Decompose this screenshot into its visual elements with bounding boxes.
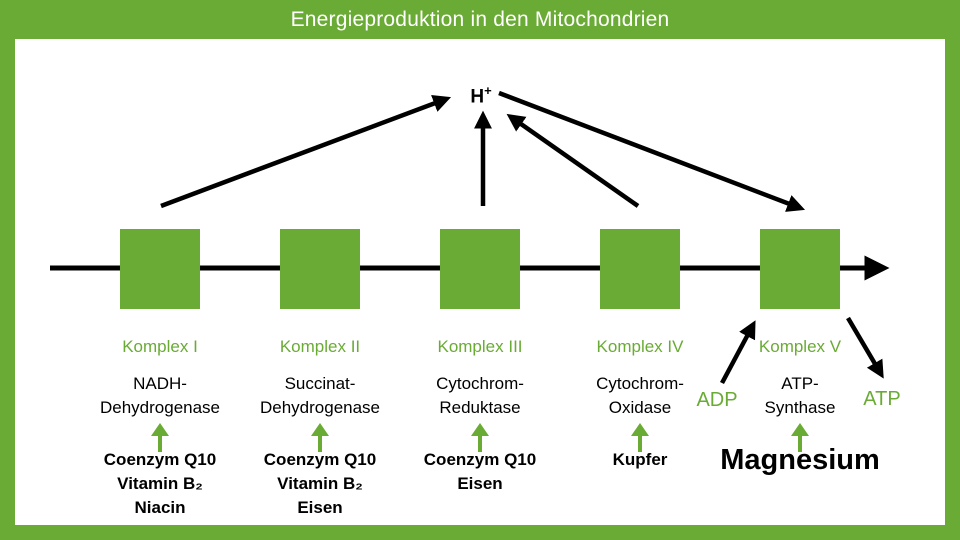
- enzyme-line: NADH-: [133, 374, 187, 393]
- proton-label: H+: [470, 83, 491, 108]
- complex-label: Komplex V: [758, 337, 842, 356]
- complex-column: Komplex V ATP- Synthase Magnesium: [720, 229, 880, 525]
- complex-box: [280, 229, 360, 309]
- enzyme-line: ATP-: [781, 374, 819, 393]
- enzyme-line: Reduktase: [439, 398, 521, 417]
- up-arrow-icon: [311, 423, 329, 452]
- up-arrow-icon: [471, 423, 489, 452]
- complex-column: Komplex IV Cytochrom- Oxidase Kupfer: [560, 229, 720, 525]
- adp-label: ADP: [696, 389, 738, 411]
- enzyme-line: Cytochrom-: [436, 374, 524, 393]
- complex-column: Komplex III Cytochrom- Reduktase Coenzym …: [400, 229, 560, 525]
- nutrient-item: Coenzym Q10: [263, 450, 377, 469]
- up-arrow-icon: [151, 423, 169, 452]
- enzyme-name: Succinat- Dehydrogenase: [260, 372, 380, 420]
- nutrient-item: Vitamin B₂: [117, 474, 203, 493]
- nutrient-list: Kupfer: [613, 448, 668, 472]
- proton-to-complex5-arrow: [498, 90, 806, 212]
- enzyme-name: NADH- Dehydrogenase: [100, 372, 220, 420]
- nutrient-item: Eisen: [457, 474, 503, 493]
- enzyme-line: Dehydrogenase: [259, 398, 381, 417]
- proton-charge: +: [484, 83, 492, 98]
- complex-box: [760, 229, 840, 309]
- complex-label: Komplex III: [437, 337, 523, 356]
- nutrient-item: Coenzym Q10: [423, 450, 537, 469]
- enzyme-line: Dehydrogenase: [99, 398, 221, 417]
- complex-label: Komplex I: [122, 337, 198, 356]
- up-arrow-icon: [791, 423, 809, 452]
- enzyme-name: ATP- Synthase: [765, 372, 836, 420]
- proton-arrow-complex1: [160, 95, 452, 209]
- complex-box: [120, 229, 200, 309]
- proton-arrow-complex4: [506, 113, 640, 208]
- enzyme-name: Cytochrom- Oxidase: [596, 372, 684, 420]
- nutrient-item: Vitamin B₂: [277, 474, 363, 493]
- complex-label: Komplex II: [279, 337, 361, 356]
- nutrient-list: Magnesium: [720, 445, 880, 475]
- proton-symbol: H: [470, 86, 485, 108]
- nutrient-item: Kupfer: [612, 450, 668, 469]
- nutrient-item: Niacin: [134, 498, 186, 517]
- complex-column: Komplex II Succinat- Dehydrogenase Coenzy…: [240, 229, 400, 525]
- complex-label: Komplex IV: [596, 337, 684, 356]
- complex-box: [600, 229, 680, 309]
- complex-column: Komplex I NADH- Dehydrogenase Coenzym Q10…: [80, 229, 240, 525]
- enzyme-line: Succinat-: [284, 374, 356, 393]
- atp-out-arrow: [846, 316, 884, 379]
- nutrient-item: Eisen: [297, 498, 343, 517]
- nutrient-item: Magnesium: [720, 444, 880, 476]
- enzyme-name: Cytochrom- Reduktase: [436, 372, 524, 420]
- complex-box: [440, 229, 520, 309]
- enzyme-line: Cytochrom-: [596, 374, 684, 393]
- page-title: Energieproduktion in den Mitochondrien: [290, 8, 670, 31]
- enzyme-line: Synthase: [764, 398, 836, 417]
- nutrient-item: Coenzym Q10: [103, 450, 217, 469]
- up-arrow-icon: [631, 423, 649, 452]
- adp-in-arrow: [720, 320, 756, 385]
- enzyme-line: Oxidase: [608, 398, 672, 417]
- atp-label: ATP: [863, 388, 901, 410]
